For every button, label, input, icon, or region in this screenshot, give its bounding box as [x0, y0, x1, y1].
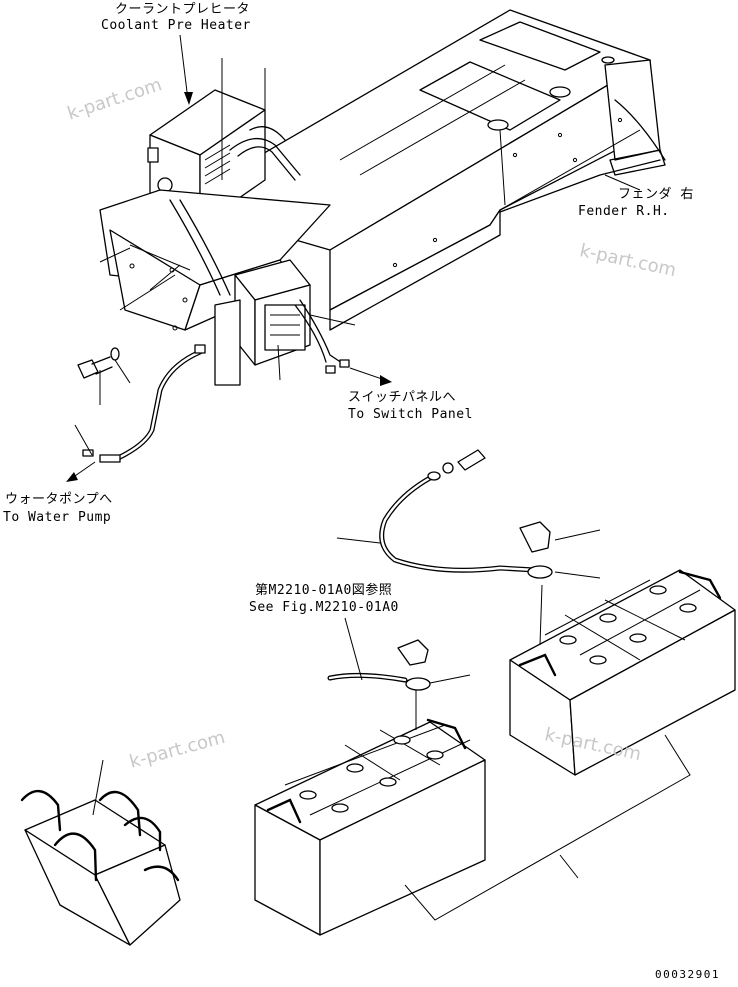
water-pump-cable [82, 344, 206, 463]
relay-block [214, 259, 350, 386]
leader-lines [66, 34, 641, 816]
fender-label-jp: フェンダ 右 [618, 187, 694, 202]
see-fig-label-en: See Fig.M2210-01A0 [249, 600, 399, 615]
battery-cable-lower [327, 639, 431, 691]
battery-group-leader [404, 734, 691, 921]
bolt-and-washer [77, 347, 120, 379]
chassis-frame [174, 9, 666, 331]
coolant-preheater-label-en: Coolant Pre Heater [101, 18, 251, 33]
battery-left [254, 690, 486, 936]
water-pump-label-jp: ウォータポンプへ [5, 492, 113, 507]
switch-panel-label-jp: スイッチパネルへ [348, 390, 457, 405]
fender-label-en: Fender R.H. [578, 204, 670, 219]
coolant-preheater-label-jp: クーラントプレヒータ [115, 2, 251, 17]
battery-hold-down [20, 790, 181, 946]
battery-right [509, 569, 736, 776]
see-fig-label-jp: 第M2210-01A0図参照 [255, 583, 393, 598]
drawing-number: 00032901 [655, 968, 720, 981]
battery-cable-upper [379, 449, 553, 579]
water-pump-label-en: To Water Pump [3, 510, 112, 525]
switch-panel-label-en: To Switch Panel [348, 407, 473, 422]
